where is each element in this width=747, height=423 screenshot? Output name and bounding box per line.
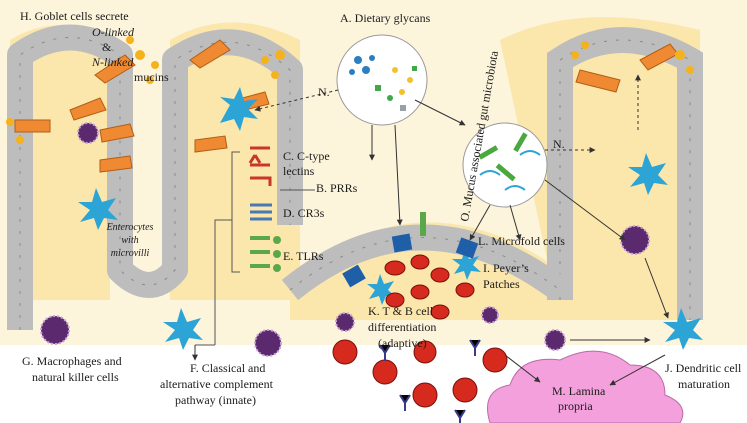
- antibody-cluster: [379, 339, 481, 423]
- tlr-receptors: [250, 236, 270, 268]
- mucin-droplets: [6, 36, 694, 144]
- label-complement-1: F. Classical and: [190, 361, 265, 375]
- b-cells: [332, 254, 508, 408]
- label-prrs: B. PRRs: [316, 181, 358, 195]
- label-tlrs: E. TLRs: [283, 249, 324, 263]
- label-peyers-1: I. Peyer’s: [483, 261, 529, 275]
- prr-bracket: [195, 151, 315, 346]
- label-tb-2: differentiation: [368, 320, 436, 334]
- label-goblet-4: N-linked: [91, 55, 134, 69]
- peyers-patch-dome: [281, 224, 568, 301]
- label-dendritic-2: maturation: [678, 377, 730, 391]
- label-microfold: L. Microfold cells: [478, 234, 565, 248]
- dietary-glycans-icon: [336, 34, 428, 126]
- label-dietary-glycans: A. Dietary glycans: [340, 11, 431, 25]
- c-type-lectin-receptors: [248, 146, 272, 186]
- label-lamina-2: propria: [558, 399, 593, 413]
- tlr-receptors: [273, 264, 281, 272]
- microfold-cell: [342, 233, 479, 288]
- label-c-type: C. C-type: [283, 149, 330, 163]
- label-macrophages-1: G. Macrophages and: [22, 354, 122, 368]
- pathway-arrows: [192, 74, 669, 386]
- label-macrophages-2: natural killer cells: [32, 370, 119, 384]
- tlr-receptors: [420, 212, 426, 236]
- label-lectins: lectins: [283, 164, 315, 178]
- tlr-receptors: [273, 236, 281, 244]
- label-peyers-2: Patches: [483, 277, 520, 291]
- label-goblet-1: H. Goblet cells secrete: [20, 9, 129, 23]
- label-goblet-2: O-linked: [92, 25, 135, 39]
- lamina-propria-cloud: [487, 350, 684, 423]
- label-tb-1: K. T & B cell: [368, 304, 434, 318]
- villus-left: [7, 24, 303, 330]
- label-tb-3: (adaptive): [378, 336, 427, 350]
- label-goblet-5: mucins: [134, 70, 169, 84]
- label-lamina-1: M. Lamina: [552, 384, 606, 398]
- tlr-receptors: [273, 250, 281, 258]
- label-enterocytes-2: with: [121, 235, 138, 246]
- dendritic-cell: [78, 87, 703, 350]
- label-complement-3: pathway (innate): [175, 393, 256, 407]
- cr3-receptors: [250, 203, 272, 221]
- label-n-left: N.: [318, 85, 330, 99]
- label-goblet-3: &: [102, 40, 112, 54]
- microbiota-icon: [462, 122, 548, 208]
- label-enterocytes-3: microvilli: [111, 248, 150, 259]
- label-enterocytes-1: Enterocytes: [106, 222, 154, 233]
- label-cr3s: D. CR3s: [283, 206, 325, 220]
- label-dendritic-1: J. Dendritic cell: [665, 361, 742, 375]
- label-n-right: N.: [553, 137, 565, 151]
- macrophage-cell: [40, 122, 650, 357]
- label-complement-2: alternative complement: [160, 377, 274, 391]
